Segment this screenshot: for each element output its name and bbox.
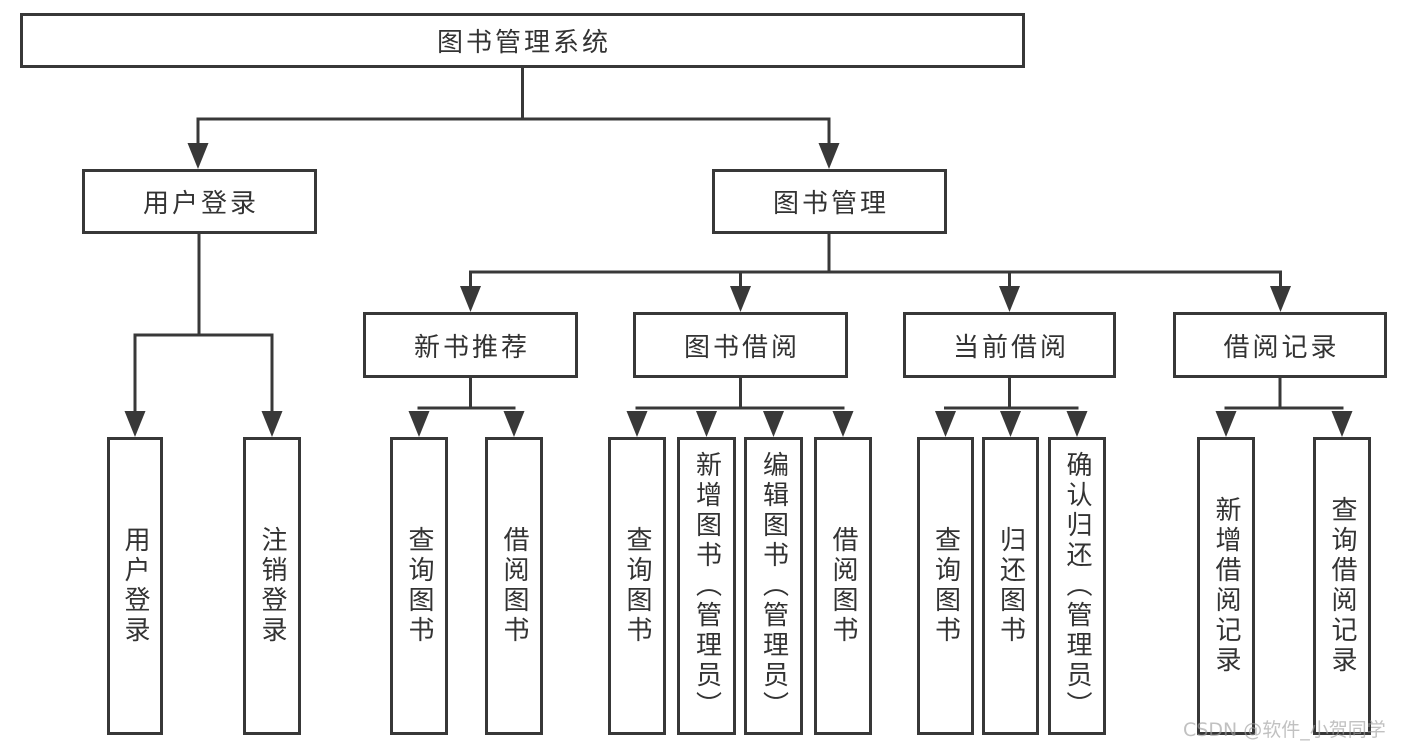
leaf-user-login-label: 用户登录	[120, 526, 150, 646]
leaf-edit-book-admin: 编辑图书（管理员）	[744, 437, 803, 735]
leaf-borrow-books-recommend: 借阅图书	[485, 437, 543, 735]
node-borrow-records: 借阅记录	[1173, 312, 1387, 378]
node-library-system-label: 图书管理系统	[436, 28, 611, 58]
leaf-query-books-recommend: 查询图书	[390, 437, 448, 735]
node-book-borrow-label: 图书借阅	[683, 332, 800, 363]
leaf-add-book-admin: 新增图书（管理员）	[677, 437, 736, 735]
leaf-add-book-admin-label: 新增图书（管理员）	[691, 451, 722, 721]
node-book-borrow: 图书借阅	[633, 312, 848, 378]
leaf-edit-book-admin-label: 编辑图书（管理员）	[758, 451, 789, 721]
leaf-logout: 注销登录	[243, 437, 301, 735]
leaf-query-books-recommend-label: 查询图书	[404, 526, 434, 646]
leaf-confirm-return-admin-label: 确认归还（管理员）	[1062, 451, 1092, 721]
node-new-book-recommend: 新书推荐	[363, 312, 578, 378]
leaf-return-book: 归还图书	[982, 437, 1039, 735]
node-current-borrow-label: 当前借阅	[952, 332, 1069, 363]
leaf-query-books-borrow-label: 查询图书	[622, 526, 652, 646]
node-book-management-label: 图书管理	[772, 189, 889, 219]
node-user-login: 用户登录	[82, 169, 317, 234]
leaf-logout-label: 注销登录	[257, 526, 287, 646]
csdn-watermark: CSDN @软件_小贺同学	[1183, 719, 1386, 741]
leaf-borrow-books-recommend-label: 借阅图书	[499, 526, 529, 646]
leaf-query-books-current: 查询图书	[917, 437, 974, 735]
node-new-book-recommend-label: 新书推荐	[413, 332, 530, 363]
leaf-confirm-return-admin: 确认归还（管理员）	[1048, 437, 1106, 735]
leaf-return-book-label: 归还图书	[995, 526, 1026, 646]
leaf-query-books-borrow: 查询图书	[608, 437, 666, 735]
node-book-management: 图书管理	[712, 169, 947, 234]
node-current-borrow: 当前借阅	[903, 312, 1116, 378]
leaf-user-login: 用户登录	[107, 437, 163, 735]
leaf-query-borrow-record: 查询借阅记录	[1313, 437, 1371, 735]
leaf-borrow-books-label: 借阅图书	[828, 526, 858, 646]
node-library-system: 图书管理系统	[20, 13, 1025, 68]
leaf-query-borrow-record-label: 查询借阅记录	[1327, 496, 1357, 676]
node-user-login-label: 用户登录	[142, 189, 259, 219]
node-borrow-records-label: 借阅记录	[1223, 332, 1340, 363]
leaf-borrow-books: 借阅图书	[814, 437, 872, 735]
leaf-add-borrow-record: 新增借阅记录	[1197, 437, 1255, 735]
leaf-add-borrow-record-label: 新增借阅记录	[1211, 496, 1241, 676]
leaf-query-books-current-label: 查询图书	[930, 526, 961, 646]
